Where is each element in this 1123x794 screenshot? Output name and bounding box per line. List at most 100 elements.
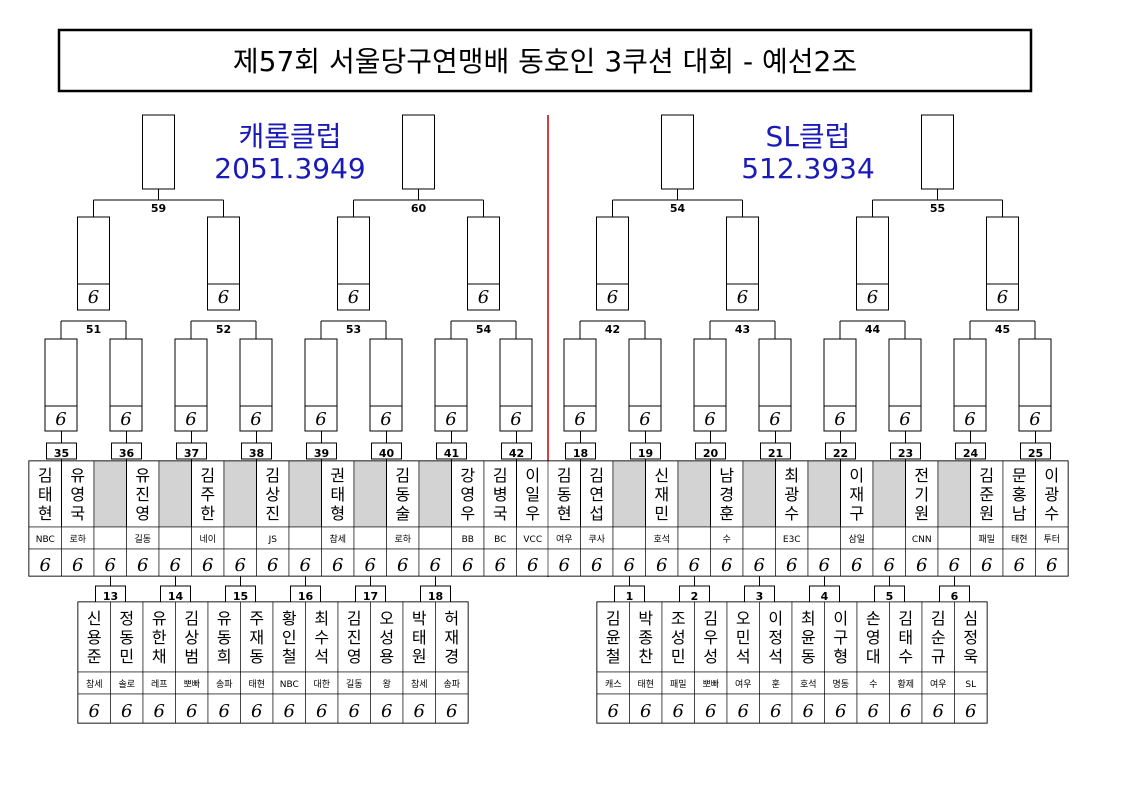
left-mid-score: 6: [332, 555, 343, 576]
right-mid-pair-number: 19: [638, 447, 653, 460]
right-bottom-name-cell: [889, 601, 923, 673]
left-bottom-name-cell: [370, 601, 404, 673]
right-mid-score-cell: [742, 548, 776, 577]
right-mid-score-cell: [677, 548, 711, 577]
left-mid-score-cell: [386, 548, 420, 577]
left-mid-name-cell: [288, 460, 322, 528]
left-mid-player-aff: 길동: [134, 534, 151, 545]
right-mid-pair-number: 22: [833, 447, 848, 460]
left-mid-score: 6: [267, 555, 278, 576]
left-r1-match-number: 54: [476, 323, 492, 336]
right-bottom-score: 6: [640, 701, 651, 722]
right-mid-score: 6: [1046, 555, 1057, 576]
left-bottom-score-cell: [175, 693, 209, 724]
left-mid-aff-cell: [353, 526, 387, 550]
left-bottom-player-aff: 솔로: [118, 679, 135, 690]
right-bottom-name-cell: [856, 601, 890, 673]
right-bottom-score: 6: [835, 701, 846, 722]
left-mid-player-aff: BB: [462, 535, 474, 545]
right-mid-score: 6: [1014, 555, 1025, 576]
left-bottom-name-cell: [207, 601, 241, 673]
left-mid-score-cell: [321, 548, 355, 577]
left-bottom-pair-number: 14: [168, 590, 184, 603]
left-r1-score: 6: [120, 409, 131, 430]
left-bottom-score-cell: [370, 693, 404, 724]
right-mid-player-aff: 투터: [1043, 534, 1060, 545]
left-bottom-score: 6: [121, 701, 132, 722]
left-bottom-pair-number: 17: [363, 590, 378, 603]
left-mid-name-cell: [321, 460, 355, 528]
right-mid-score: 6: [786, 555, 797, 576]
right-bottom-score: 6: [900, 701, 911, 722]
left-bottom-score-cell: [435, 693, 469, 724]
right-r1-match-number: 45: [995, 323, 1010, 336]
right-mid-score-cell: [970, 548, 1004, 577]
right-bottom-score-cell: [889, 693, 923, 724]
right-bottom-player-aff: 태현: [637, 679, 654, 690]
left-mid-score: 6: [495, 555, 506, 576]
right-bottom-pair-number: 1: [626, 590, 634, 603]
left-mid-pair-number: 39: [314, 447, 329, 460]
right-mid-player-aff: 수: [723, 534, 731, 545]
right-bottom-score: 6: [803, 701, 814, 722]
right-mid-pair-number: 18: [573, 447, 588, 460]
left-bottom-score: 6: [284, 701, 295, 722]
left-mid-score: 6: [462, 555, 473, 576]
left-club-name: 캐롬클럽: [238, 120, 341, 153]
left-mid-pair-number: 35: [54, 447, 69, 460]
right-mid-score: 6: [819, 555, 830, 576]
right-mid-score: 6: [656, 555, 667, 576]
left-mid-score: 6: [105, 555, 116, 576]
right-club-score: 512.3934: [741, 152, 875, 185]
right-mid-aff-cell: [937, 526, 971, 550]
left-final-box: [402, 114, 435, 190]
left-bottom-player-aff: 송파: [216, 679, 233, 690]
right-bottom-player-aff: 여우: [735, 678, 752, 690]
left-mid-score: 6: [397, 555, 408, 576]
right-mid-aff-cell: [807, 526, 841, 550]
right-mid-score: 6: [851, 555, 862, 576]
right-r2-score: 6: [997, 287, 1008, 308]
left-bottom-player-aff: 뽀빠: [183, 679, 200, 690]
right-bottom-score-cell: [726, 693, 760, 724]
right-bottom-name-cell: [694, 601, 728, 673]
left-bottom-score: 6: [316, 701, 327, 722]
right-bottom-pair-number: 6: [951, 590, 959, 603]
right-bottom-score: 6: [770, 701, 781, 722]
left-bottom-pair-number: 15: [233, 590, 248, 603]
right-mid-score: 6: [949, 555, 960, 576]
left-club-score: 2051.3949: [214, 152, 365, 185]
left-bottom-pair-number: 13: [103, 590, 118, 603]
right-bottom-score: 6: [868, 701, 879, 722]
left-bottom-score-cell: [240, 693, 274, 724]
left-r2-score: 6: [88, 287, 99, 308]
right-r2-match-number: 55: [930, 202, 945, 215]
right-mid-pair-number: 23: [898, 447, 913, 460]
right-mid-score: 6: [591, 555, 602, 576]
right-r2-score: 6: [737, 287, 748, 308]
right-bottom-name-cell: [596, 601, 630, 673]
left-bottom-score-cell: [337, 693, 371, 724]
left-bottom-player-aff: 참세: [86, 679, 103, 690]
page-title: 제57회 서울당구연맹배 동호인 3쿠션 대회 - 예선2조: [233, 45, 857, 78]
left-mid-player-aff: VCC: [523, 535, 542, 545]
left-bottom-pair-number: 18: [428, 590, 443, 603]
right-r2-score: 6: [867, 287, 878, 308]
left-r1-score: 6: [510, 409, 521, 430]
right-mid-score-cell: [547, 548, 581, 577]
right-mid-score: 6: [884, 555, 895, 576]
right-bottom-pair-number: 2: [691, 590, 699, 603]
right-bottom-name-cell: [824, 601, 858, 673]
right-bottom-score: 6: [965, 701, 976, 722]
left-final-box: [142, 114, 175, 190]
right-mid-player-aff: 여우: [556, 533, 573, 545]
